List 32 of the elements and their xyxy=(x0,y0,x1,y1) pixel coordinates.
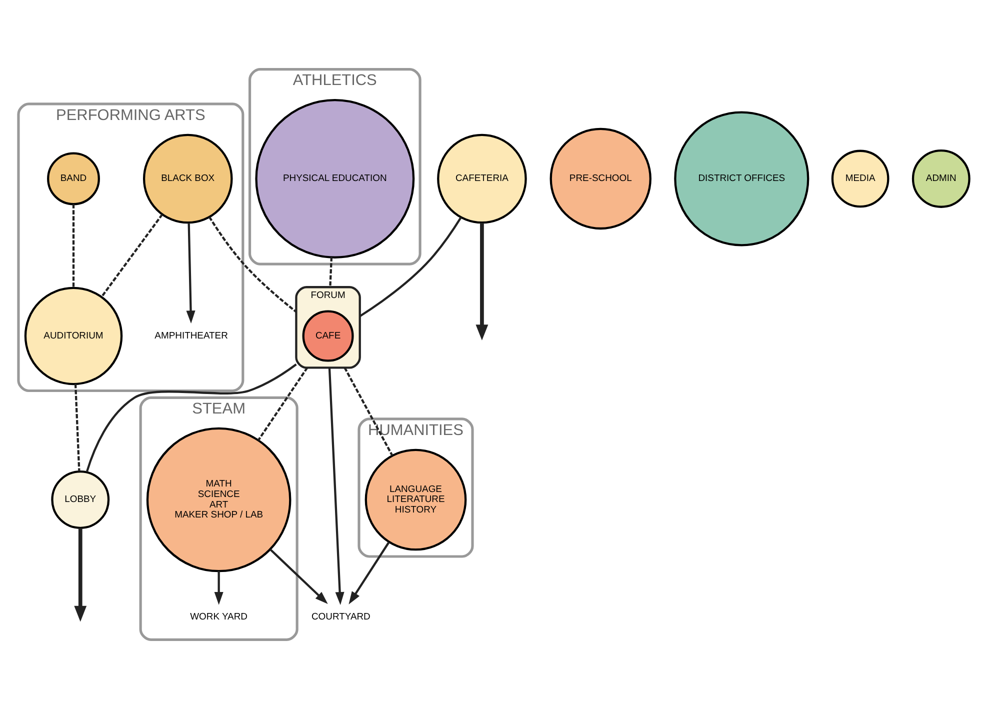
node-circle: CAFETERIA xyxy=(437,134,527,224)
node-circle: ADMIN xyxy=(912,150,970,208)
node-circle: MEDIA xyxy=(831,150,890,208)
arrow xyxy=(186,222,196,324)
arrow xyxy=(270,548,328,604)
arrow xyxy=(214,571,224,605)
node-circle: AUDITORIUM xyxy=(24,286,123,386)
node-circle: PRE-SCHOOL xyxy=(550,128,652,230)
connector xyxy=(74,384,80,472)
arrow xyxy=(348,542,390,604)
node-circle: BLACK BOX xyxy=(142,134,233,224)
node-circle: PHYSICAL EDUCATION xyxy=(255,99,415,258)
node-circle: LANGUAGE LITERATURE HISTORY xyxy=(364,448,467,551)
connector xyxy=(100,214,164,298)
arrow xyxy=(476,222,488,340)
node-text: AMPHITHEATER xyxy=(154,330,228,342)
connector xyxy=(72,204,75,288)
node-text: COURTYARD xyxy=(311,612,370,623)
connector xyxy=(359,216,462,318)
arrow xyxy=(74,528,87,622)
connector xyxy=(86,363,297,472)
connector xyxy=(329,257,333,288)
node-circle: BAND xyxy=(47,152,100,206)
node-circle: MATH SCIENCE ART MAKER SHOP / LAB xyxy=(146,427,292,572)
connector xyxy=(344,367,394,456)
connector xyxy=(208,216,297,313)
node-circle: DISTRICT OFFICES xyxy=(674,111,810,246)
node-circle: CAFE xyxy=(302,310,354,362)
node-text: WORK YARD xyxy=(190,612,248,623)
node-circle: LOBBY xyxy=(51,470,110,529)
connector xyxy=(257,367,308,441)
arrow xyxy=(328,368,344,605)
